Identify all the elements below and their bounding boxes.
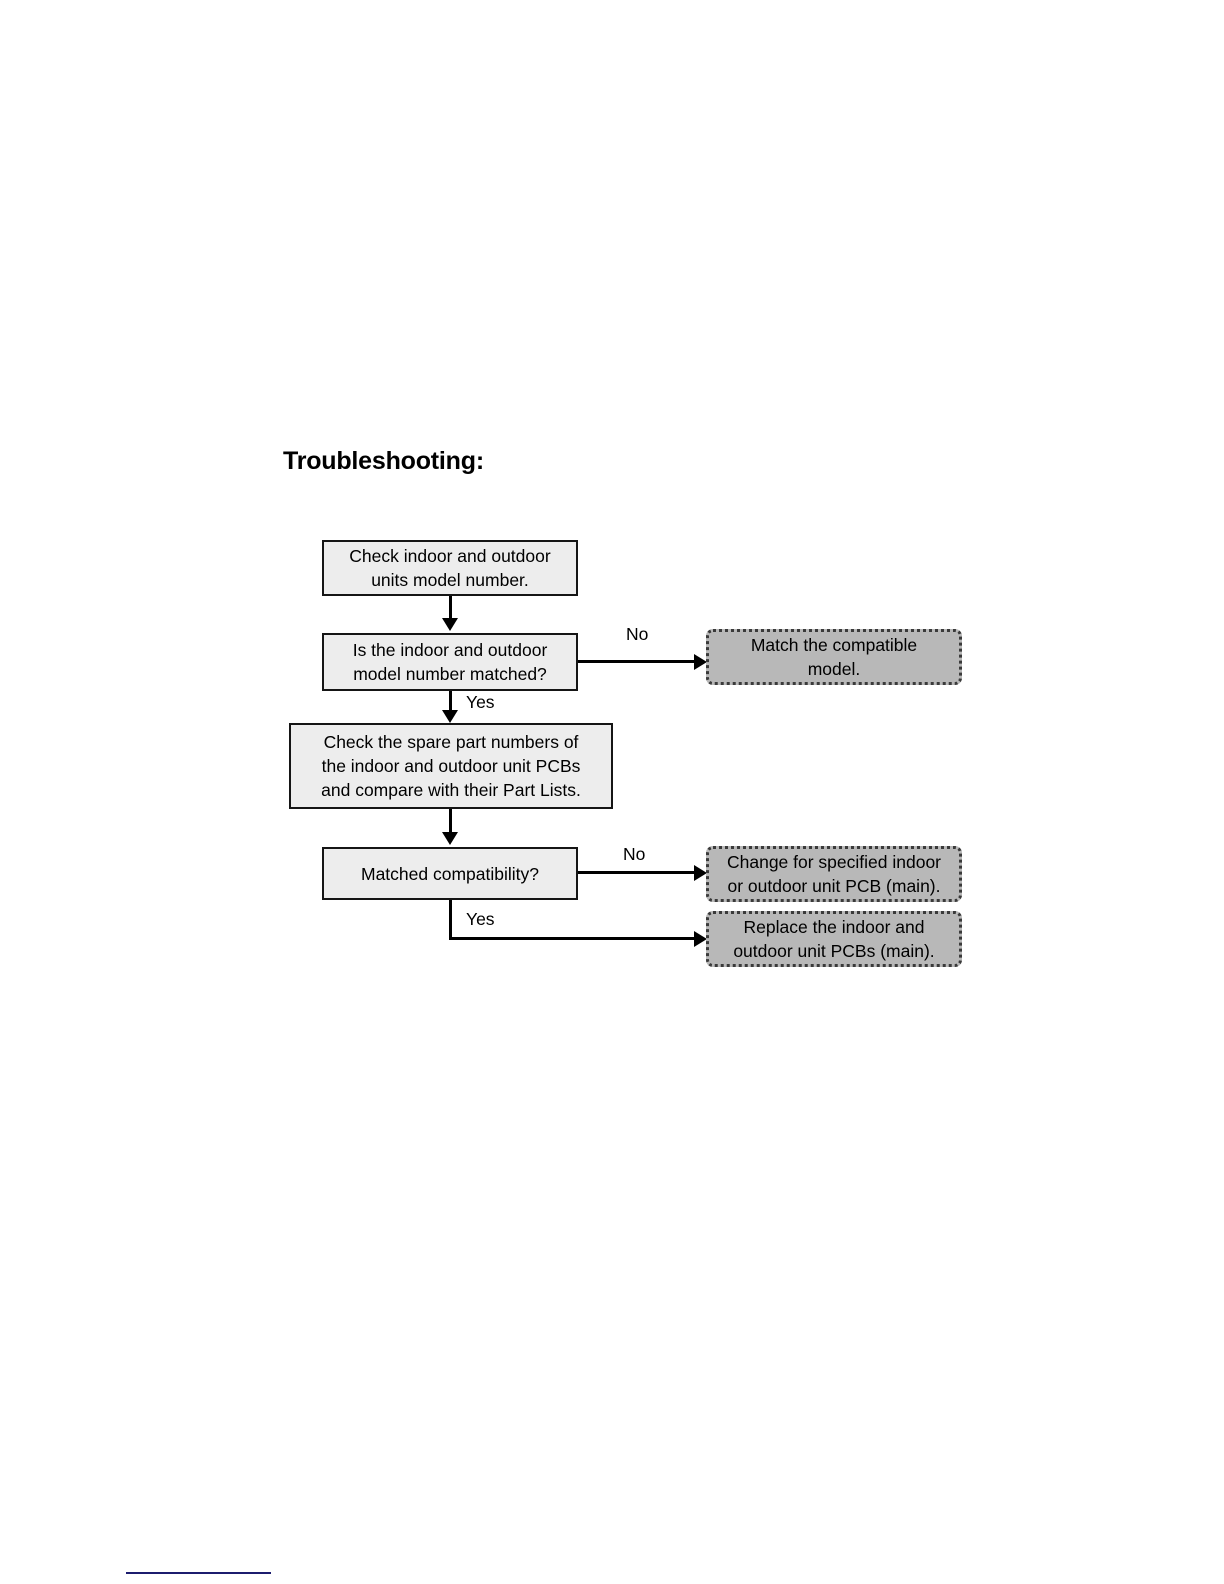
arrowhead-decision1-yes <box>442 710 458 723</box>
arrowhead-decision2-yes <box>694 930 707 947</box>
node-model-number-matched-label: Is the indoor and outdoor model number m… <box>352 640 548 684</box>
node-model-number-matched: Is the indoor and outdoor model number m… <box>322 633 578 691</box>
edge-label-decision1-yes: Yes <box>466 692 495 712</box>
arrowhead-decision1-no <box>694 653 707 670</box>
connector-decision2-yes-horizontal <box>448 937 699 940</box>
page-title: Troubleshooting: <box>283 447 484 475</box>
node-replace-pcbs: Replace the indoor and outdoor unit PCBs… <box>706 911 962 967</box>
node-match-compatible-model-label: Match the compatible model. <box>750 635 918 679</box>
connector-check-to-decision1 <box>448 596 452 620</box>
connector-decision2-no <box>578 871 698 874</box>
node-replace-pcbs-label: Replace the indoor and outdoor unit PCBs… <box>733 917 935 961</box>
edge-label-decision2-yes: Yes <box>466 909 495 929</box>
node-check-spare-part-numbers-label: Check the spare part numbers of the indo… <box>321 732 581 800</box>
node-matched-compatibility-label: Matched compatibility? <box>361 863 539 884</box>
footer-rule <box>126 1572 271 1574</box>
node-change-specified-pcb: Change for specified indoor or outdoor u… <box>706 846 962 902</box>
node-matched-compatibility: Matched compatibility? <box>322 847 578 900</box>
arrowhead-decision2-no <box>694 864 707 881</box>
connector-decision2-yes-vertical <box>448 900 452 940</box>
node-check-model-number-label: Check indoor and outdoor units model num… <box>349 546 551 590</box>
edge-label-decision2-no: No <box>623 844 646 864</box>
arrowhead-spare-to-decision2 <box>442 832 458 845</box>
connector-decision1-yes <box>448 691 452 713</box>
connector-decision1-no <box>578 660 698 663</box>
node-check-spare-part-numbers: Check the spare part numbers of the indo… <box>289 723 613 809</box>
connector-spare-to-decision2 <box>448 809 452 835</box>
node-match-compatible-model: Match the compatible model. <box>706 629 962 685</box>
node-check-model-number: Check indoor and outdoor units model num… <box>322 540 578 596</box>
arrowhead-check-to-decision1 <box>442 618 458 631</box>
node-change-specified-pcb-label: Change for specified indoor or outdoor u… <box>726 852 942 896</box>
edge-label-decision1-no: No <box>626 624 649 644</box>
